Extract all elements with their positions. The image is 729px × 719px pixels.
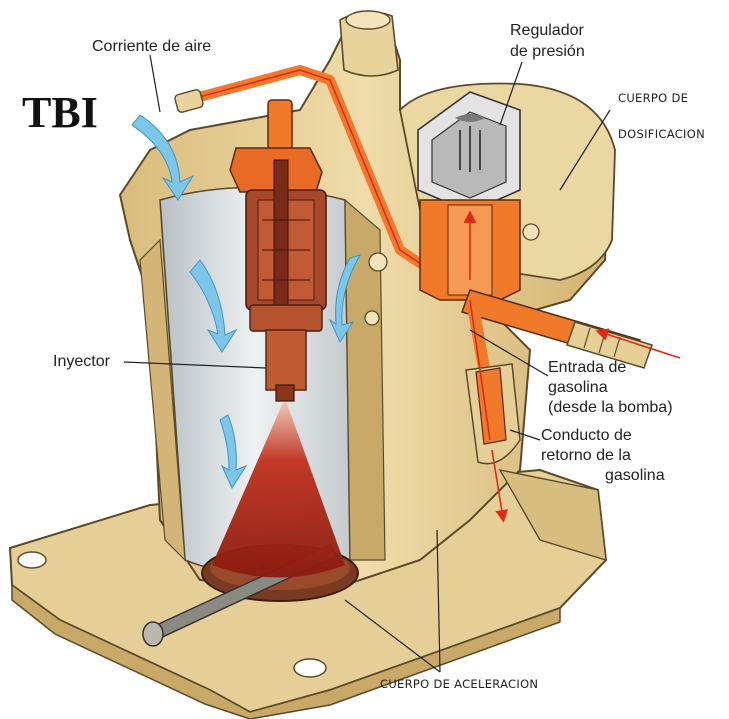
label-metering-body: CUERPO DE DOSIFICACION [618, 91, 705, 141]
fuel-supply-pipe [174, 65, 434, 275]
bolts [364, 223, 540, 326]
label-fuel-return: Conducto de retorno de la gasolina [541, 427, 665, 484]
pressure-regulator [417, 91, 521, 301]
label-air-stream: Corriente de aire [92, 38, 212, 55]
fuel-return-conduit [465, 298, 521, 523]
diagram-title: TBI [22, 88, 98, 137]
fuel-inlet-fitting [461, 289, 681, 369]
label-throttle-body: CUERPO DE ACELERACION [380, 677, 539, 691]
injector [229, 99, 327, 402]
pointer-lines [123, 54, 611, 673]
air-stream-arrows [131, 114, 362, 490]
label-fuel-inlet: Entrada de gasolina (desde la bomba) [548, 359, 673, 416]
label-pressure-regulator: Regulador de presión [510, 22, 585, 60]
fuel-spray-cone [212, 398, 345, 578]
label-injector: Inyector [53, 353, 110, 370]
